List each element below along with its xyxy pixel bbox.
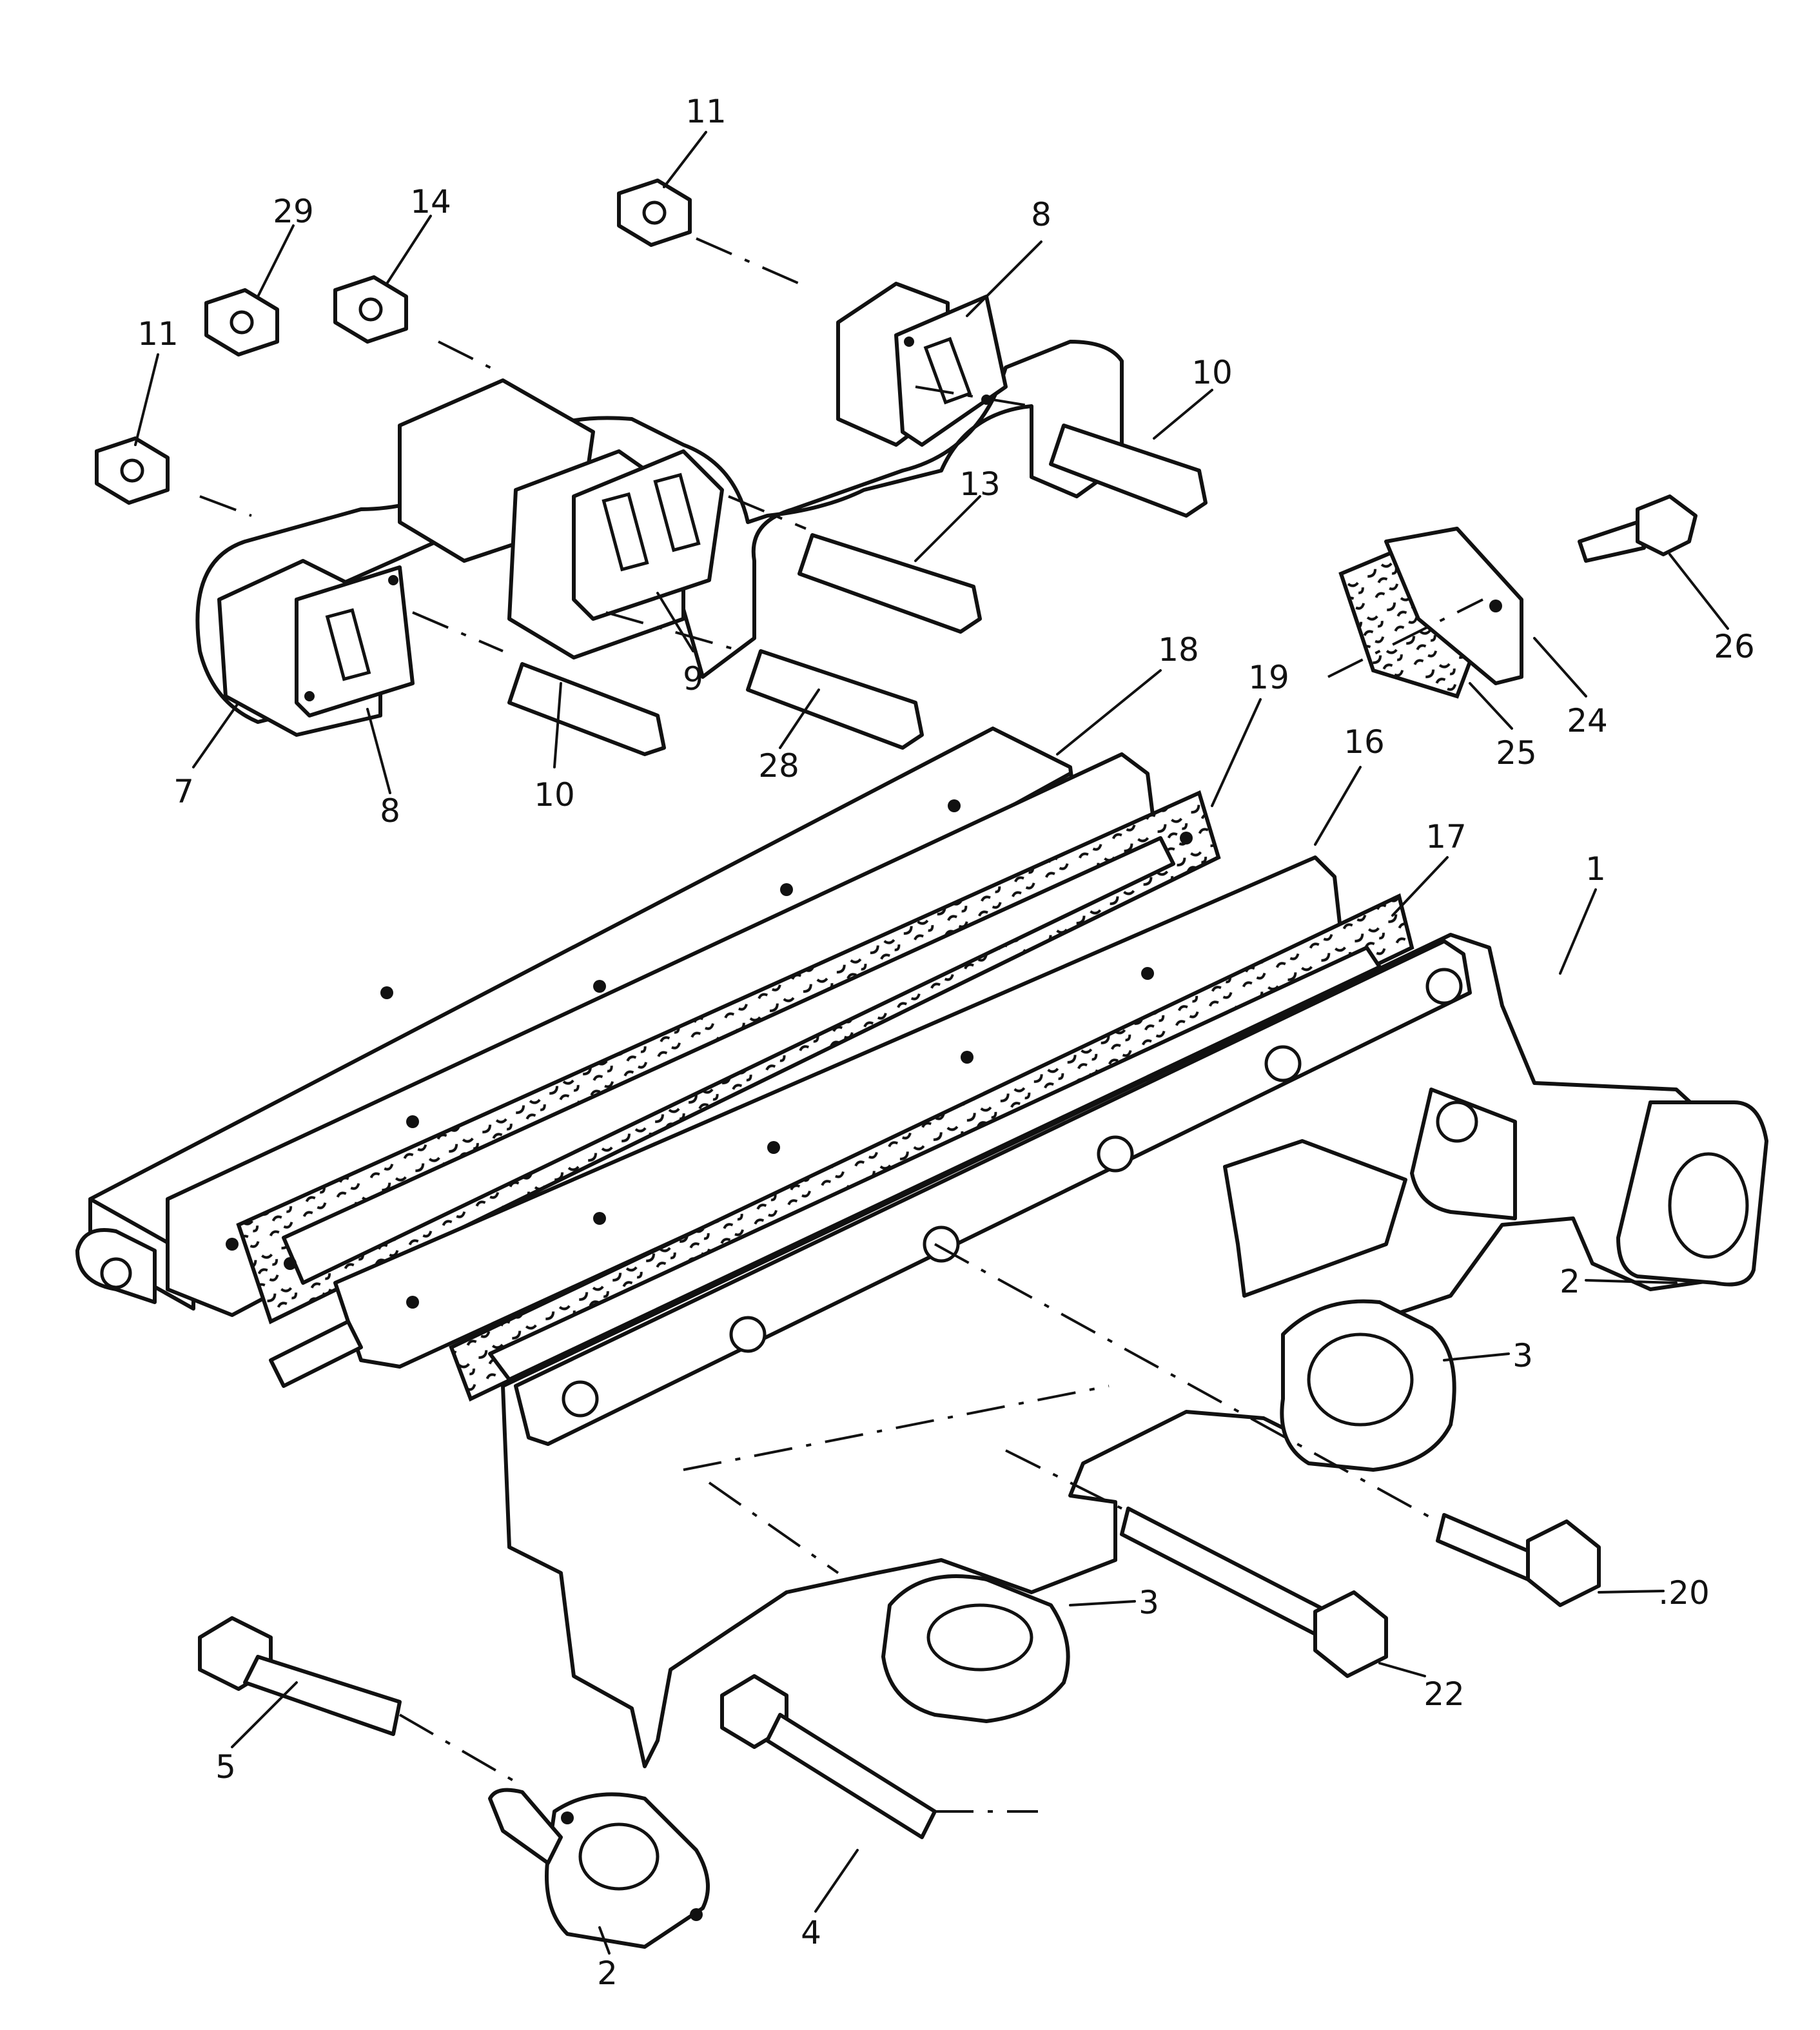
- callout-28: 28: [758, 747, 799, 785]
- part-19-gasket: [236, 790, 1221, 1325]
- callout-25: 25: [1496, 734, 1537, 772]
- callout-3-lower: 3: [1139, 1584, 1159, 1621]
- callout-18: 18: [1158, 631, 1199, 669]
- callout-2-bottom: 2: [597, 1955, 618, 1992]
- stud-13: [797, 533, 982, 634]
- nut-11-upper: [617, 179, 692, 247]
- bolt-22: [1120, 1507, 1388, 1678]
- callout-24: 24: [1567, 702, 1608, 739]
- callout-9: 9: [683, 660, 703, 698]
- nut-14: [333, 275, 408, 344]
- callout-13: 13: [959, 465, 1001, 503]
- part-17-gasket: [449, 893, 1414, 1402]
- stud-28: [746, 649, 924, 750]
- callout-2-right: 2: [1560, 1263, 1580, 1300]
- callout-10-upper: 10: [1191, 354, 1233, 391]
- callout-16: 16: [1344, 723, 1385, 761]
- callout-29: 29: [273, 193, 314, 230]
- part-8-gasket-right: [894, 295, 1008, 447]
- bolt-4: [720, 1674, 937, 1839]
- callout-4: 4: [801, 1914, 821, 1951]
- callout-22: 22: [1424, 1675, 1465, 1713]
- callout-1: 1: [1585, 850, 1606, 888]
- bolt-20: [1436, 1513, 1601, 1607]
- callout-leaders: [134, 131, 1729, 1955]
- callout-7: 7: [173, 773, 194, 810]
- part-8-gasket-left: [295, 565, 415, 717]
- assembly-lines: [199, 237, 1483, 1813]
- stud-10-lower: [507, 662, 666, 756]
- part-9-gasket-center: [572, 449, 724, 621]
- stud-10-upper: [1049, 424, 1208, 518]
- callout-11-top: 11: [685, 93, 727, 130]
- nut-11-left: [95, 436, 170, 505]
- bolt-26: [1578, 494, 1698, 563]
- callout-8-upper: 8: [1031, 196, 1052, 233]
- callout-5: 5: [215, 1748, 236, 1786]
- bolt-5: [198, 1616, 402, 1736]
- callout-labels: 11 29 14 8 11 10 13 9 7 8 10 28 18 19 16…: [137, 93, 1755, 1992]
- part-24-cover-plate: [1384, 527, 1523, 685]
- callout-17: 17: [1425, 818, 1467, 855]
- callout-3-upper: 3: [1512, 1337, 1533, 1374]
- callout-14: 14: [410, 183, 451, 220]
- callout-11-left: 11: [137, 315, 179, 353]
- callout-20: .20: [1658, 1574, 1710, 1612]
- callout-19: 19: [1248, 659, 1289, 696]
- callout-10-lower: 10: [534, 776, 575, 814]
- callout-8-lower: 8: [380, 792, 400, 830]
- callout-26: 26: [1714, 628, 1755, 665]
- nut-29: [204, 288, 279, 356]
